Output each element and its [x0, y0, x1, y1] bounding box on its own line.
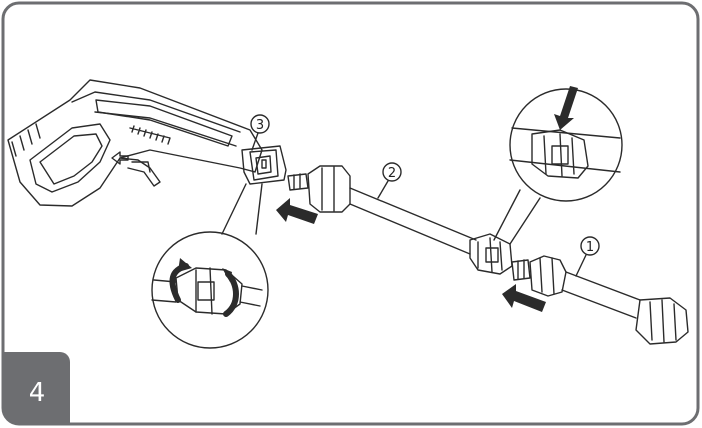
arrow-down-icon	[554, 86, 578, 130]
spray-gun	[7, 79, 287, 207]
callout-label-1: 1	[586, 240, 594, 255]
detail-circle-top	[493, 88, 623, 245]
callout-circle-2	[382, 162, 402, 182]
step-number: 4	[28, 378, 46, 408]
detail-circle-bottom	[151, 183, 269, 349]
lance-tube-2	[287, 165, 513, 275]
callout-label-3: 3	[256, 118, 264, 133]
arrow-left-icon	[502, 284, 546, 312]
rotate-arrow-icon	[169, 258, 239, 317]
lance-tube-1	[511, 255, 689, 345]
step-tab: 4	[4, 352, 70, 424]
arrow-left-icon	[276, 198, 318, 224]
callout-circle-1	[580, 236, 600, 256]
callout-label-2: 2	[388, 166, 396, 181]
callout-circle-3	[250, 114, 270, 134]
